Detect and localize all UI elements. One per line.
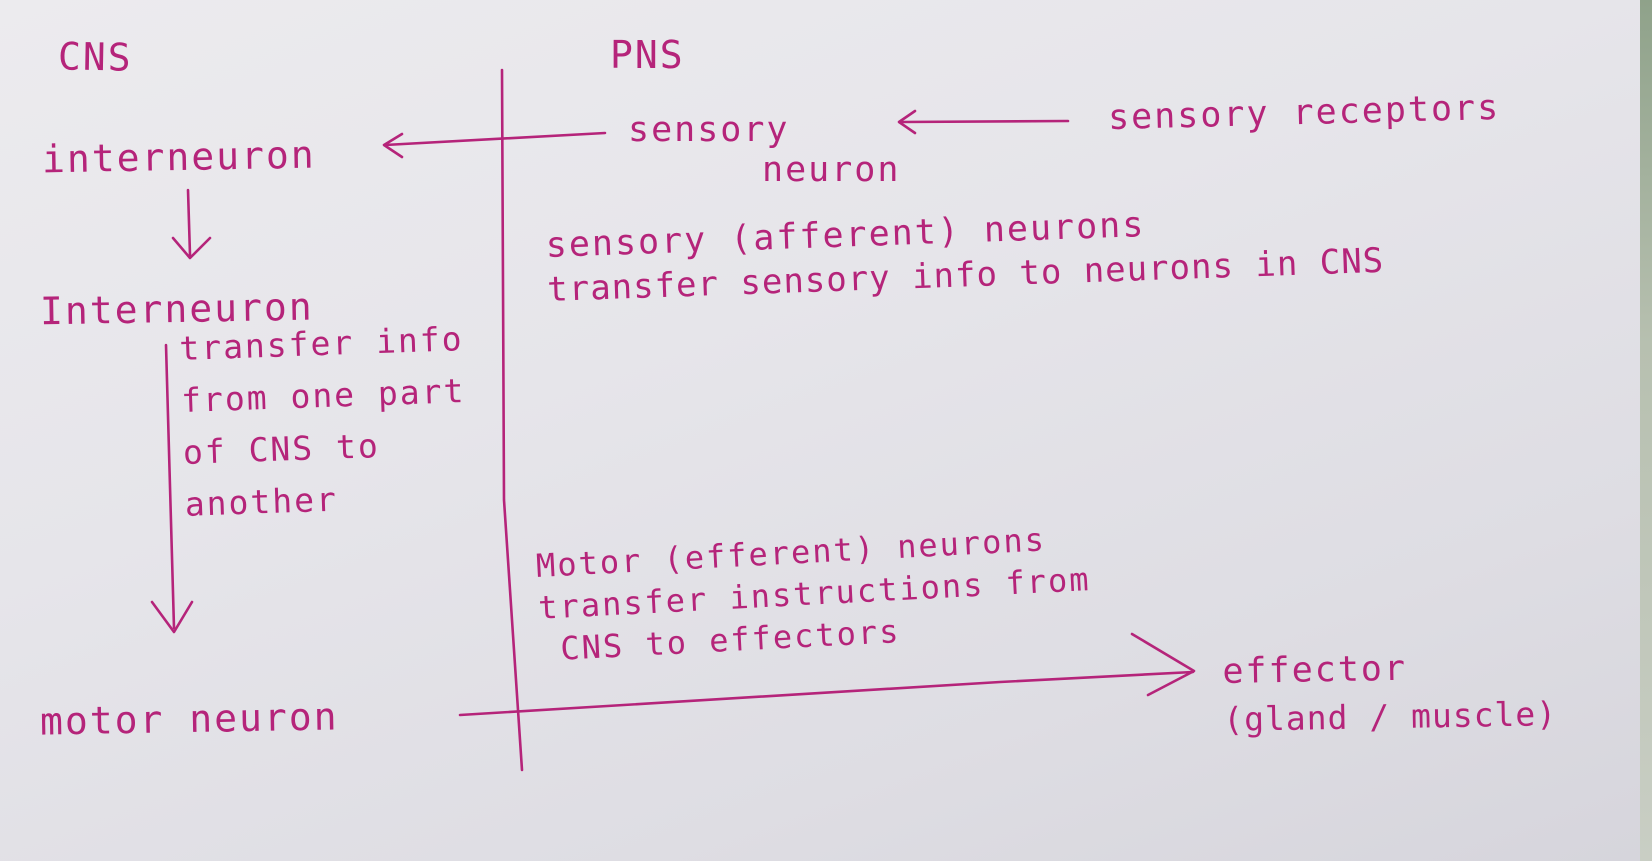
- cns-heading: CNS: [57, 34, 134, 80]
- arrow-receptors-to-sensory-head: [897, 109, 917, 135]
- sensory-neuron-line-2: neuron: [762, 150, 901, 190]
- sensory-neuron-line-1: sensory: [628, 110, 790, 150]
- effector-line-1: effector: [1222, 648, 1408, 692]
- pns-heading: PNS: [610, 33, 685, 77]
- arrow-interneuron-to-motor-head: [150, 600, 194, 634]
- arrow-motor-to-effector: [458, 670, 1195, 717]
- sensory-neuron-label: sensory neuron: [628, 110, 900, 190]
- interneuron-note-line-2: from one part: [180, 371, 466, 420]
- interneuron-label-top: interneuron: [41, 132, 317, 182]
- effector-line-2: (gland / muscle): [1222, 694, 1558, 739]
- arrow-sensory-to-interneuron: [383, 131, 607, 147]
- effector-label: effector (gland / muscle): [1222, 642, 1558, 744]
- background-edge: [1640, 0, 1652, 861]
- arrow-sensory-to-interneuron-head: [382, 132, 404, 159]
- arrow-motor-to-effector-head: [1130, 632, 1196, 697]
- arrow-interneuron-to-motor: [164, 343, 176, 630]
- interneuron-note: transfer info from one part of CNS to an…: [178, 313, 469, 531]
- arrow-interneuron-down-head: [171, 236, 212, 260]
- interneuron-note-line-4: another: [184, 479, 339, 524]
- arrow-receptors-to-sensory: [898, 119, 1070, 124]
- arrow-interneuron-down: [186, 188, 192, 257]
- motor-neuron-label: motor neuron: [39, 694, 339, 744]
- cns-pns-divider: [500, 68, 524, 772]
- sensory-receptors-label: sensory receptors: [1107, 87, 1501, 139]
